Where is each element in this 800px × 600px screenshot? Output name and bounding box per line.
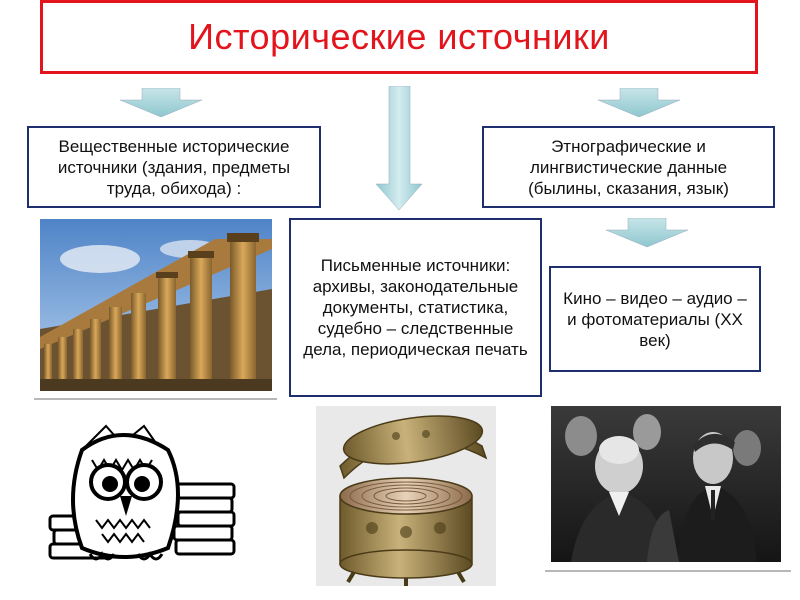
media-sources-box: Кино – видео – аудио – и фотоматериалы (… <box>549 266 761 372</box>
ethno-sources-text: Этнографические и лингвистические данные… <box>528 136 729 198</box>
written-sources-text: Письменные источники: архивы, законодате… <box>303 256 528 359</box>
greek-temple-photo <box>40 219 272 391</box>
arrow-down-media <box>605 218 689 248</box>
separator-left <box>34 398 277 400</box>
separator-right <box>545 570 791 572</box>
title-box: Исторические источники <box>40 0 758 74</box>
material-sources-box: Вещественные исторические источники (зда… <box>27 126 321 208</box>
owl-books-drawing <box>48 424 236 561</box>
material-sources-text: Вещественные исторические источники (зда… <box>57 136 291 198</box>
arrow-down-center <box>375 86 423 211</box>
ethno-sources-box: Этнографические и лингвистические данные… <box>482 126 775 208</box>
arrow-down-left <box>119 88 203 118</box>
historical-bw-photo <box>551 406 781 562</box>
media-sources-text: Кино – видео – аудио – и фотоматериалы (… <box>563 288 747 350</box>
ancient-box-photo <box>316 406 496 586</box>
written-sources-box: Письменные источники: архивы, законодате… <box>289 218 542 397</box>
arrow-down-right <box>597 88 681 118</box>
page-title: Исторические источники <box>188 16 610 57</box>
